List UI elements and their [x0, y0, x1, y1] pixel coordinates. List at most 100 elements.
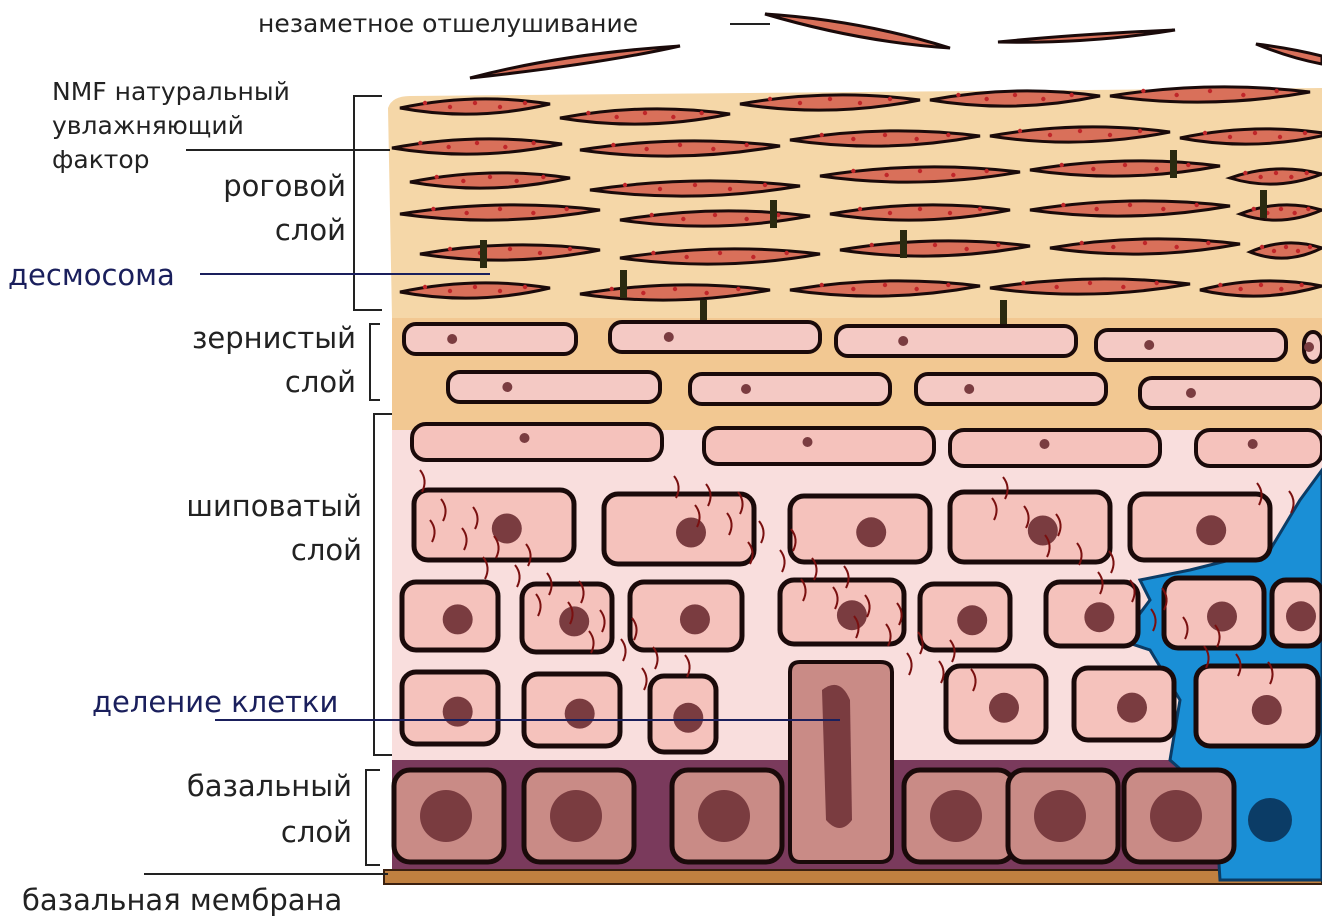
- corneocyte-dot: [978, 207, 982, 211]
- granular-cell-body: [836, 326, 1076, 356]
- spinous-nucleus: [443, 604, 473, 634]
- basal-nucleus: [930, 790, 982, 842]
- basal-cell: [672, 770, 782, 862]
- corneocyte-dot: [1303, 131, 1307, 135]
- corneocyte-dot: [1128, 203, 1132, 207]
- desmosome: [480, 240, 487, 268]
- corneocyte-dot: [473, 285, 477, 289]
- spinous-nucleus: [559, 606, 589, 636]
- corneocyte-dot: [984, 169, 988, 173]
- corneocyte-dot: [531, 211, 535, 215]
- spinous-nucleus: [673, 703, 703, 733]
- granular-cell-body: [448, 372, 660, 402]
- corneocyte-dot: [888, 97, 892, 101]
- spinous-nucleus: [1040, 439, 1050, 449]
- spinosum-label-line2: слой: [291, 533, 362, 567]
- corneocyte-dot: [713, 213, 717, 217]
- basal-nucleus: [698, 790, 750, 842]
- corneocyte-dot: [1154, 281, 1158, 285]
- spinous-nucleus: [565, 699, 595, 729]
- granular-cell-body: [404, 324, 576, 354]
- corneocyte-dot: [1292, 211, 1296, 215]
- dividing-cell: [790, 662, 892, 862]
- corneum-label-line1: роговой: [223, 169, 346, 203]
- granular-nucleus: [447, 334, 457, 344]
- granular-cell: [916, 374, 1106, 404]
- spinous-cell: [1046, 582, 1138, 646]
- corneocyte-dot: [1111, 245, 1115, 249]
- spinous-cell: [946, 666, 1046, 742]
- spinous-nucleus: [1117, 693, 1147, 723]
- corneocyte-dot: [1174, 245, 1178, 249]
- desquamation-label: незаметное отшелушивание: [258, 9, 638, 38]
- spinous-cell-body: [412, 424, 662, 460]
- corneocyte-dot: [503, 145, 507, 149]
- corneocyte-dot: [473, 101, 477, 105]
- spinous-cell: [412, 424, 662, 460]
- granular-nucleus: [741, 384, 751, 394]
- spinous-nucleus: [1196, 515, 1226, 545]
- corneocyte-dot: [651, 251, 655, 255]
- corneocyte-dot: [1228, 135, 1232, 139]
- granular-cell-body: [690, 374, 890, 404]
- spinous-cell: [414, 490, 574, 560]
- corneocyte-dot: [711, 147, 715, 151]
- granular-cell-body: [1140, 378, 1322, 408]
- corneocyte-dot: [609, 287, 613, 291]
- granular-cell: [1304, 332, 1322, 362]
- corneocyte-dot: [464, 211, 468, 215]
- corneocyte-dot: [851, 169, 855, 173]
- corneocyte-dot: [418, 141, 422, 145]
- layer-brackets: [354, 96, 392, 865]
- spinous-nucleus: [1084, 602, 1114, 632]
- corneocyte-dot: [851, 137, 855, 141]
- spinous-nucleus: [676, 518, 706, 548]
- basement-membrane-strip: [384, 870, 1322, 884]
- spinous-cell: [1130, 494, 1270, 560]
- corneocyte-dot: [1018, 129, 1022, 133]
- corneocyte-dot: [1299, 283, 1303, 287]
- corneocyte-dot: [946, 133, 950, 137]
- corneocyte-dot: [1021, 281, 1025, 285]
- spinous-nucleus: [856, 517, 886, 547]
- corneocyte-dot: [1194, 203, 1198, 207]
- granular-nucleus: [1144, 340, 1154, 350]
- desmosome: [900, 230, 907, 258]
- corneocyte-dot: [888, 211, 892, 215]
- corneocyte-dot: [1186, 163, 1190, 167]
- spinous-nucleus: [1028, 516, 1058, 546]
- corneocyte-dot: [1141, 89, 1145, 93]
- spinous-cell: [630, 582, 742, 650]
- spinous-cell: [1074, 668, 1174, 740]
- corneocyte-dot: [918, 169, 922, 173]
- corneocyte-dot: [1241, 93, 1245, 97]
- basement-membrane-label: базальная мембрана: [22, 883, 342, 917]
- basal-nucleus: [420, 790, 472, 842]
- granular-cell-body: [916, 374, 1106, 404]
- spinous-cell: [1196, 430, 1322, 466]
- desmosome: [1000, 300, 1007, 328]
- spinous-nucleus: [803, 437, 813, 447]
- spinosum-label-line1: шиповатый: [186, 489, 362, 523]
- spinous-cell: [950, 430, 1160, 466]
- spinous-nucleus: [1248, 439, 1258, 449]
- corneocyte-dot: [1048, 133, 1052, 137]
- corneocyte-dot: [475, 141, 479, 145]
- corneocyte-dot: [514, 179, 518, 183]
- spinous-nucleus: [443, 697, 473, 727]
- nmf-label-line1: NMF натуральный: [52, 77, 290, 106]
- corneocyte-dot: [681, 217, 685, 221]
- corneocyte-dot: [828, 97, 832, 101]
- cell-division-label: деление клетки: [92, 685, 338, 719]
- basal-bracket: [366, 770, 380, 865]
- corneocyte-dot: [644, 147, 648, 151]
- desmosome: [1170, 150, 1177, 178]
- corneocyte-dot: [461, 179, 465, 183]
- corneocyte-dot: [1208, 89, 1212, 93]
- spinous-nucleus: [1252, 695, 1282, 725]
- corneocyte-dot: [1274, 89, 1278, 93]
- corneocyte-dot: [956, 93, 960, 97]
- corneocyte-dot: [728, 187, 732, 191]
- nmf-label-line2: увлажняющий: [52, 111, 244, 140]
